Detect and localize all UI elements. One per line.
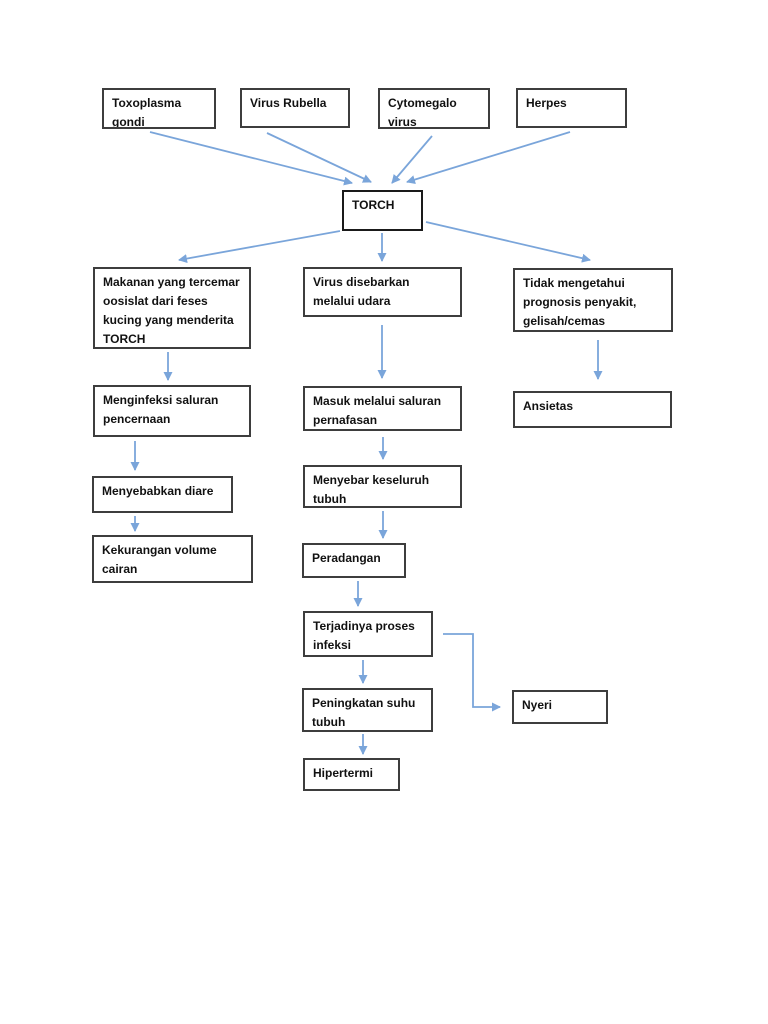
flow-box-label: Herpes (526, 96, 567, 110)
flow-box-label: Ansietas (523, 399, 574, 413)
flow-box-cytomegalo-virus: Cytomegalo virus (378, 88, 490, 129)
flow-box-virus-rubella: Virus Rubella (240, 88, 350, 128)
flow-box-label: Menyebabkan diare (102, 484, 214, 498)
flow-box-label: Toxoplasma gondi (112, 96, 182, 129)
flow-box-label: Hipertermi (313, 766, 374, 780)
flow-box-menyebabkan-diare: Menyebabkan diare (92, 476, 233, 513)
flow-box-menginfeksi-pencernaan: Menginfeksi saluran pencernaan (93, 385, 251, 437)
arrow-torch-to-tidak-mengetahui (425, 221, 591, 263)
arrow-herpes-to-torch (406, 131, 571, 184)
flow-box-makanan-tercemar: Makanan yang tercemar oosislat dari fese… (93, 267, 251, 349)
flow-box-label: Terjadinya proses infeksi (313, 619, 415, 652)
flow-box-herpes: Herpes (516, 88, 627, 128)
flow-box-label: Kekurangan volume cairan (102, 543, 217, 576)
flow-box-terjadinya-proses-infeksi: Terjadinya proses infeksi (303, 611, 433, 657)
flow-box-peningkatan-suhu-tubuh: Peningkatan suhu tubuh (302, 688, 433, 732)
arrow-terjadinya-to-nyeri (443, 633, 501, 712)
flow-box-hipertermi: Hipertermi (303, 758, 400, 791)
flow-box-nyeri: Nyeri (512, 690, 608, 724)
flow-box-label: Masuk melalui saluran pernafasan (313, 394, 442, 427)
flow-box-label: Cytomegalo virus (388, 96, 457, 129)
arrow-cytomegalo-to-torch (391, 135, 433, 184)
flow-box-label: Tidak mengetahui prognosis penyakit, gel… (523, 276, 637, 328)
flow-box-label: Virus disebarkan melalui udara (313, 275, 410, 308)
flow-box-virus-disebarkan-udara: Virus disebarkan melalui udara (303, 267, 462, 317)
flow-box-label: Menyebar keseluruh tubuh (313, 473, 430, 506)
flow-box-peradangan: Peradangan (302, 543, 406, 578)
flow-box-label: Makanan yang tercemar oosislat dari fese… (103, 275, 240, 346)
flow-box-kekurangan-volume-cairan: Kekurangan volume cairan (92, 535, 253, 583)
flow-box-label: Menginfeksi saluran pencernaan (103, 393, 219, 426)
flow-box-toxoplasma-gondi: Toxoplasma gondi (102, 88, 216, 129)
flow-box-menyebar-keseluruh-tubuh: Menyebar keseluruh tubuh (303, 465, 462, 508)
flow-box-label: Peningkatan suhu tubuh (312, 696, 416, 729)
flow-box-label: TORCH (352, 198, 395, 212)
arrow-torch-to-makanan (178, 230, 341, 264)
arrow-toxoplasma-to-torch (149, 131, 353, 186)
flow-box-label: Virus Rubella (250, 96, 327, 110)
flow-box-masuk-saluran-pernafasan: Masuk melalui saluran pernafasan (303, 386, 462, 431)
flow-box-torch: TORCH (342, 190, 423, 231)
flow-box-tidak-mengetahui-prognosis: Tidak mengetahui prognosis penyakit, gel… (513, 268, 673, 332)
flow-box-label: Peradangan (312, 551, 381, 565)
flow-box-ansietas: Ansietas (513, 391, 672, 428)
arrow-virus-rubella-to-torch (266, 132, 372, 183)
flow-box-label: Nyeri (522, 698, 553, 712)
